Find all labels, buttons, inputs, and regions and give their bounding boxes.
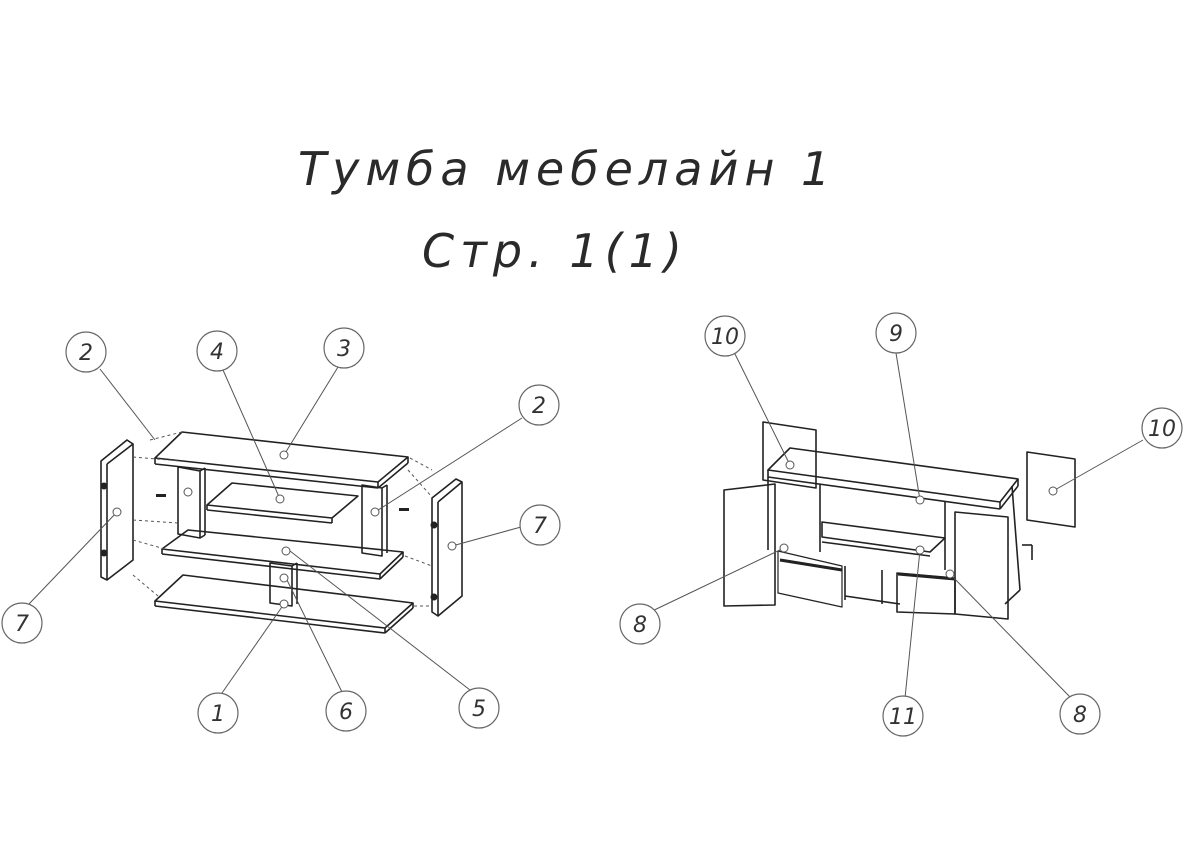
left-exploded-view: [100, 431, 463, 634]
callout-label: 9: [889, 322, 903, 347]
right-assembled-view: [723, 421, 1076, 620]
part-right-side-panel: [431, 478, 463, 617]
part-back-panel-left: [762, 421, 817, 489]
callout-label: 1: [211, 702, 225, 727]
callout-label: 3: [337, 337, 351, 362]
page-title: Тумба мебелайн 1: [298, 142, 837, 196]
callout-label: 7: [533, 514, 547, 539]
part-door-left: [723, 483, 776, 607]
part-small-partition: [269, 562, 293, 607]
callout-label: 10: [1148, 417, 1176, 442]
callout-label: 10: [711, 325, 739, 350]
callout-label: 4: [210, 340, 224, 365]
part-door-front-left: [777, 550, 843, 608]
part-left-side-panel: [100, 439, 134, 581]
callout-label: 6: [339, 700, 353, 725]
callout-label: 8: [1073, 703, 1087, 728]
callout-label: 2: [532, 394, 546, 419]
callout-label: 8: [633, 613, 647, 638]
callout-label: 7: [15, 612, 29, 637]
callout-label: 5: [472, 697, 486, 722]
part-door-right: [954, 511, 1009, 620]
callout-label: 11: [889, 705, 917, 730]
carcass-shelf: [821, 521, 946, 553]
page-subtitle: Стр. 1(1): [422, 224, 688, 278]
callout-label: 2: [79, 341, 93, 366]
part-inner-left-partition: [177, 466, 201, 539]
part-back-panel-right: [1026, 451, 1076, 528]
part-inner-right-partition: [361, 484, 383, 557]
